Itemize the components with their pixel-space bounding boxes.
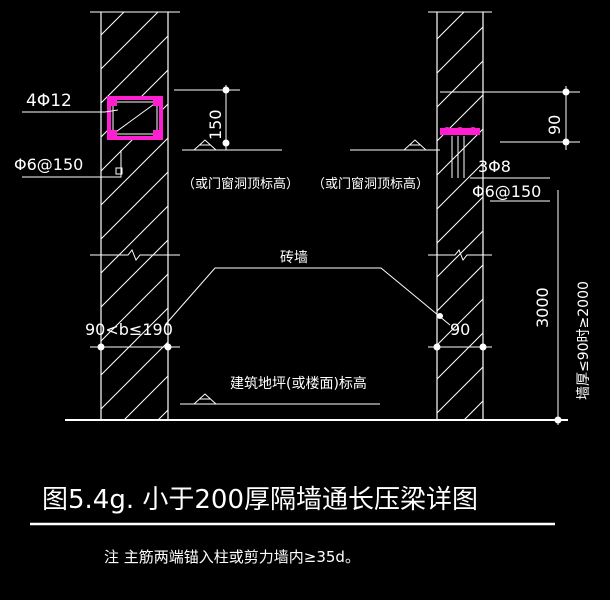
right-break-line	[428, 249, 492, 261]
left-wall-hatch	[101, 12, 168, 420]
right-elevation-label: （或门窗洞顶标高）	[312, 176, 429, 192]
right-dim-90	[440, 86, 580, 150]
left-wall	[90, 11, 180, 420]
caption-title: 图5.4g. 小于200厚隔墙通长压梁详图	[42, 485, 478, 515]
left-elevation-label: （或门窗洞顶标高）	[182, 176, 299, 192]
left-beam	[107, 96, 163, 140]
right-elevation-mark	[350, 139, 440, 151]
height-dim-label: 3000	[533, 287, 552, 328]
right-dim-90-label: 90	[545, 115, 564, 135]
right-stirrup-label: Φ6@150	[472, 182, 541, 201]
width-dimensions	[90, 343, 492, 351]
height-dimension	[554, 190, 562, 425]
right-beam	[440, 127, 480, 178]
left-leaders	[22, 109, 123, 178]
brick-wall-label: 砖墙	[280, 250, 308, 266]
left-stirrup-label: Φ6@150	[14, 155, 83, 174]
left-width-label: 90<b≤190	[85, 320, 173, 339]
left-elevation-mark	[182, 139, 282, 151]
left-dim-150	[174, 85, 240, 150]
height-note-label: 墙厚≤90时≥2000	[576, 281, 592, 400]
right-wall	[428, 11, 492, 420]
caption-note: 注 主筋两端锚入柱或剪力墙内≥35d。	[104, 548, 360, 566]
right-rebar-label: 3Φ8	[478, 157, 511, 176]
brick-wall-leader	[164, 267, 451, 326]
left-dim-150-label: 150	[206, 109, 225, 140]
left-break-line	[90, 249, 180, 261]
right-wall-hatch	[437, 12, 483, 420]
right-leaders	[470, 177, 550, 202]
floor-line	[65, 393, 568, 421]
floor-elevation-label: 建筑地坪(或楼面)标高	[230, 375, 367, 392]
right-width-label: 90	[450, 320, 470, 339]
left-rebar-label: 4Φ12	[26, 91, 72, 111]
